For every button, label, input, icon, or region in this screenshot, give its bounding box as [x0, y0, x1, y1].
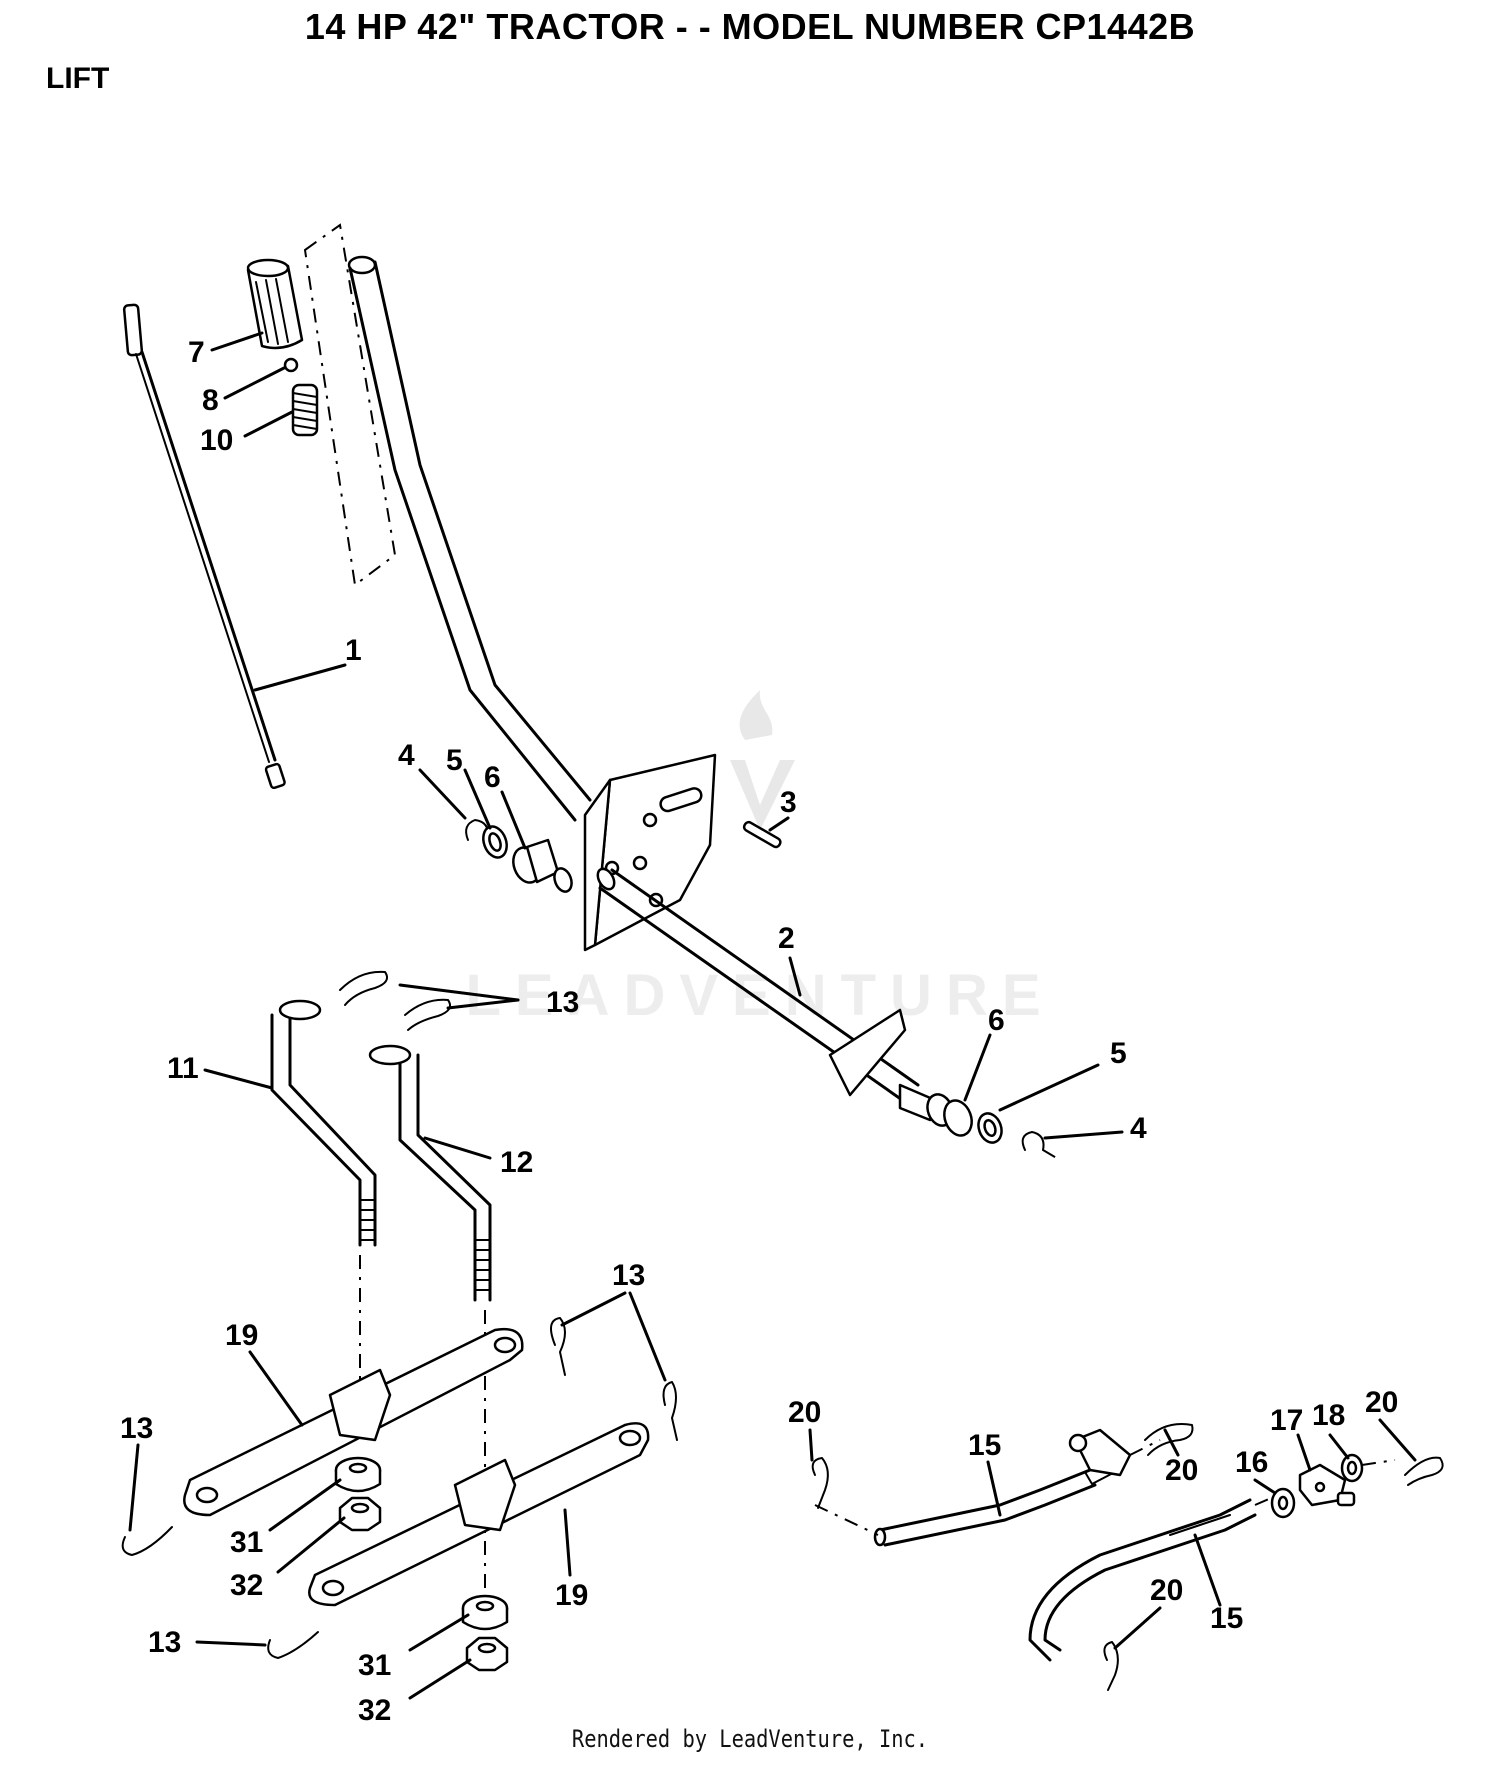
callout-15-upper: 15 [968, 1429, 1001, 1462]
part-20-hairpin-b [1144, 1423, 1194, 1456]
part-6-bushing-right [926, 1093, 973, 1137]
part-20-hairpin-c [1404, 1456, 1444, 1486]
callout-13-upper: 13 [546, 986, 579, 1019]
part-5-washer-right [977, 1112, 1003, 1144]
part-13-hairpin-upper [339, 970, 451, 1031]
part-19-lift-arm-upper [183, 1327, 524, 1517]
callout-5-left: 5 [446, 744, 463, 777]
part-2-lift-shaft [596, 867, 937, 1122]
callout-20-a: 20 [788, 1396, 821, 1429]
callout-20-b: 20 [1165, 1454, 1198, 1487]
callout-12: 12 [500, 1146, 533, 1179]
part-6-bushing-left [512, 838, 573, 893]
callout-10: 10 [200, 424, 233, 457]
callout-4-left: 4 [398, 739, 415, 772]
callout-13-bottom: 13 [148, 1626, 181, 1659]
callout-1: 1 [345, 634, 362, 667]
callout-8: 8 [202, 384, 219, 417]
callout-labels: 7 8 10 1 4 5 6 3 2 13 11 12 6 5 4 13 19 … [120, 336, 1398, 1727]
callout-2: 2 [778, 922, 795, 955]
rendered-by-footer: Rendered by LeadVenture, Inc. [571, 1725, 929, 1753]
callout-32-left: 32 [230, 1569, 263, 1602]
callout-6-right: 6 [988, 1004, 1005, 1037]
handle-phantom-outline [303, 223, 397, 587]
callout-15-lower: 15 [1210, 1602, 1243, 1635]
part-16-nut [1270, 1487, 1296, 1519]
page-title: 14 HP 42" TRACTOR - - MODEL NUMBER CP144… [304, 6, 1196, 47]
callout-32-right: 32 [358, 1694, 391, 1727]
callout-7: 7 [188, 336, 205, 369]
part-20-hairpin-d [1103, 1641, 1119, 1691]
callout-31-right: 31 [358, 1649, 391, 1682]
part-31-spacer-left [334, 1456, 382, 1493]
clevis-block-upper [1068, 1428, 1161, 1477]
part-7-handle-grip [246, 258, 304, 350]
callout-13-mid: 13 [612, 1259, 645, 1292]
callout-5-right: 5 [1110, 1037, 1127, 1070]
callout-31-left: 31 [230, 1526, 263, 1559]
section-title: LIFT [46, 62, 110, 95]
part-8-ball [283, 357, 299, 373]
callout-19-lower: 19 [555, 1579, 588, 1612]
part-19-lift-arm-lower [308, 1422, 650, 1607]
part-15-adjust-rod-upper [814, 1459, 1116, 1547]
part-12-lift-link [368, 1044, 492, 1302]
part-13-hairpin-left [121, 1526, 173, 1556]
callout-20-c: 20 [1365, 1386, 1398, 1419]
part-17-block [1298, 1463, 1356, 1507]
callout-4-right: 4 [1130, 1112, 1147, 1145]
part-4-clip-right [1021, 1131, 1061, 1161]
part-3-pin [742, 820, 782, 849]
part-13-hairpin-bottom [267, 1631, 319, 1659]
callout-6-left: 6 [484, 761, 501, 794]
callout-11: 11 [167, 1052, 199, 1085]
callout-19-upper: 19 [225, 1319, 258, 1352]
leader-lines [128, 331, 1417, 1700]
callout-20-d: 20 [1150, 1574, 1183, 1607]
part-32-nut-right [465, 1636, 509, 1672]
part-32-nut-left [338, 1496, 382, 1532]
lift-handle-tube [347, 255, 592, 822]
part-18-washer [1340, 1453, 1396, 1483]
part-13-hairpin-mid [550, 1317, 678, 1441]
part-11-lift-link [270, 999, 377, 1247]
part-10-spring [291, 383, 319, 437]
callout-16: 16 [1235, 1446, 1268, 1479]
part-5-washer-left [482, 825, 508, 859]
callout-18: 18 [1312, 1399, 1345, 1432]
callout-3: 3 [780, 786, 797, 819]
callout-17: 17 [1270, 1404, 1303, 1437]
part-31-spacer-right [461, 1594, 509, 1631]
lift-plate-bracket [583, 753, 717, 952]
callout-13-left: 13 [120, 1412, 153, 1445]
part-20-hairpin-a [811, 1457, 829, 1509]
part-15-adjust-rod-lower [1028, 1494, 1279, 1662]
part-1-lift-rod [122, 303, 286, 790]
